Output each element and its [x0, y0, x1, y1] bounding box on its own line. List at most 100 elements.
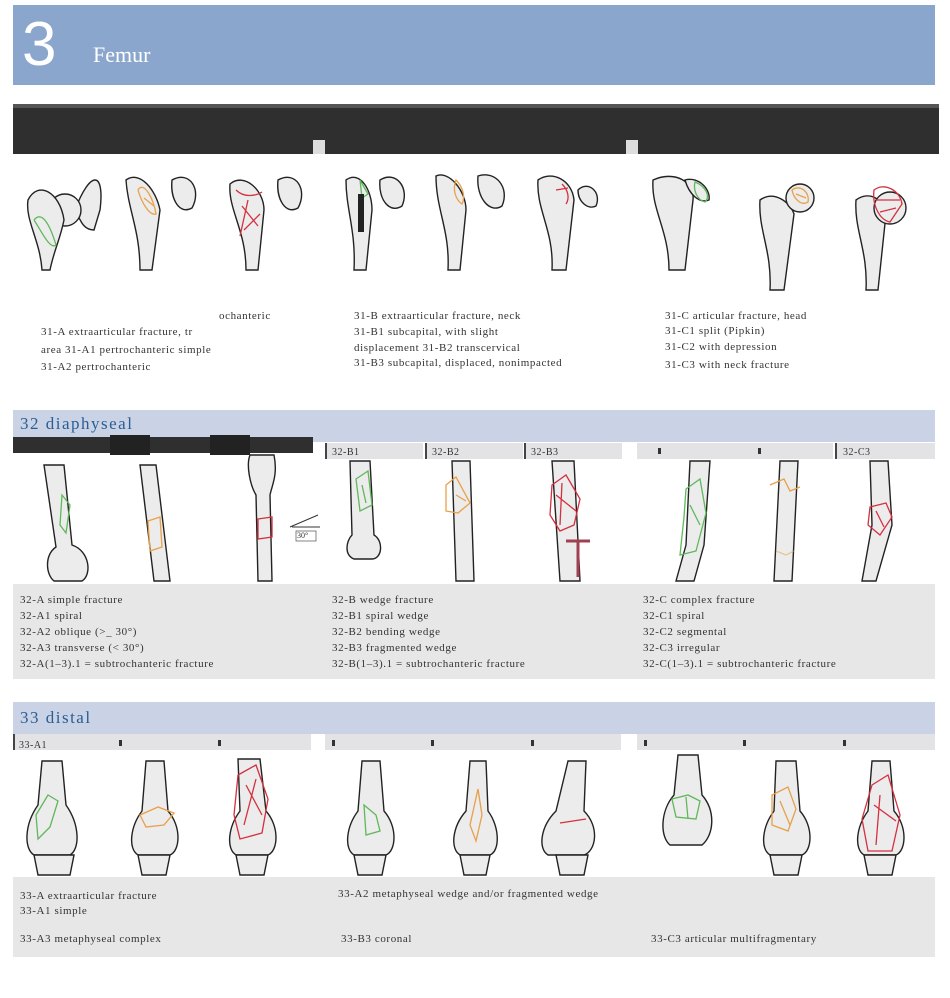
tick-33-C1	[644, 740, 647, 746]
chapter-title: Femur	[93, 42, 151, 67]
caption-33-C3: 33-C3 articular multifragmentary	[651, 933, 817, 945]
illustration-32	[43, 454, 893, 582]
subgroup-33-A1-label: 33-A1	[19, 740, 48, 751]
chapter-number: 3	[22, 10, 57, 79]
caption-31-C-line4: 31-C3 with neck fracture	[665, 359, 790, 371]
caption-31-fragment: ochanteric	[219, 310, 271, 322]
caption-31-B-line4: 31-B3 subcapital, displaced, nonimpacted	[354, 357, 563, 369]
caption-32-C-line3: 32-C2 segmental	[643, 626, 727, 638]
section31-bar-top	[13, 104, 939, 108]
caption-32-B-line4: 32-B3 fragmented wedge	[332, 642, 457, 654]
caption-32-B-line2: 32-B1 spiral wedge	[332, 610, 429, 622]
caption-31-C-line1: 31-C articular fracture, head	[665, 310, 807, 322]
caption-33-A-line1: 33-A extraarticular fracture	[20, 890, 158, 902]
subgroup-33-B	[325, 734, 621, 750]
tick-33-C2	[743, 740, 746, 746]
hip-31-C2	[759, 183, 815, 291]
caption-32-B-line5: 32-B(1–3).1 = subtrochanteric fracture	[332, 658, 526, 670]
caption-31-A-line1: 31-A extraarticular fracture, tr	[41, 326, 193, 338]
subgroup-33-A	[13, 734, 311, 750]
femur-32-A3	[247, 454, 320, 582]
section32-title: 32 diaphyseal	[20, 414, 134, 433]
femur-32-B2	[445, 460, 475, 582]
knee-33-B1	[347, 760, 395, 876]
knee-33-C2	[763, 760, 811, 876]
caption-33-B3: 33-B3 coronal	[341, 933, 413, 945]
subgroup-32-B3-label: 32-B3	[531, 447, 559, 458]
caption-32-A-line4: 32-A3 transverse (< 30°)	[20, 642, 145, 654]
section32-A-block-1	[110, 435, 150, 455]
subgroup-32-C1-C2	[637, 443, 833, 459]
caption-32-C-line5: 32-C(1–3).1 = subtrochanteric fracture	[643, 658, 837, 670]
caption-31-B-line1: 31-B extraarticular fracture, neck	[354, 310, 521, 322]
tick-33-B3	[531, 740, 534, 746]
hip-31-C1	[652, 175, 710, 271]
caption-31-B-line3: displacement 31-B2 transcervical	[354, 342, 521, 354]
caption-33-A3: 33-A3 metaphyseal complex	[20, 933, 162, 945]
femur-32-B3	[549, 460, 590, 582]
illustration-33	[26, 754, 905, 876]
subgroup-32-B1-label: 32-B1	[332, 447, 360, 458]
tick-32-C2	[758, 448, 761, 454]
caption-31-B-line2: 31-B1 subcapital, with slight	[354, 326, 499, 338]
tick-33-B1	[332, 740, 335, 746]
tick-33-C3	[843, 740, 846, 746]
caption-32-B-line1: 32-B wedge fracture	[332, 594, 434, 606]
knee-33-B2	[453, 760, 498, 876]
tick-33-B2	[431, 740, 434, 746]
caption-32-C-line4: 32-C3 irregular	[643, 642, 721, 654]
section32-A-block-2	[210, 435, 250, 455]
section31-divider-2	[626, 140, 638, 154]
illustration-31	[26, 174, 907, 291]
hip-31-B3	[537, 175, 599, 271]
caption-33-A-line2: 33-A1 simple	[20, 905, 88, 917]
caption-32-A-line5: 32-A(1–3).1 = subtrochanteric fracture	[20, 658, 214, 670]
caption-32-A-line3: 32-A2 oblique (>_ 30°)	[20, 626, 137, 638]
section33-title-bar	[13, 702, 935, 734]
hip-31-A2	[125, 176, 197, 271]
section33-title: 33 distal	[20, 708, 92, 727]
caption-32-A-line1: 32-A simple fracture	[20, 594, 124, 606]
caption-31-A-line2: area 31-A1 pertrochanteric simple	[41, 344, 212, 356]
tick-33-A2	[119, 740, 122, 746]
subgroup-32-C3	[835, 443, 935, 459]
subgroup-32-B1	[325, 443, 423, 459]
section32-title-bar	[13, 410, 935, 442]
hip-31-C3	[855, 186, 907, 291]
hip-31-A3	[229, 176, 303, 271]
subgroup-32-B2	[425, 443, 523, 459]
subgroup-32-B2-label: 32-B2	[432, 447, 460, 458]
section33-caption-box	[13, 877, 935, 957]
knee-33-A2	[131, 760, 179, 876]
caption-32-C-line1: 32-C complex fracture	[643, 594, 756, 606]
caption-31-C-line3: 31-C2 with depression	[665, 341, 778, 353]
hip-31-A1	[26, 179, 102, 271]
subgroup-32-C3-label: 32-C3	[843, 447, 871, 458]
section31-header-bar	[13, 104, 939, 154]
knee-33-A3	[229, 758, 277, 876]
hip-31-B2	[435, 174, 505, 271]
section32-caption-box	[13, 584, 935, 679]
tick-32-C1	[658, 448, 661, 454]
femur-32-C1	[675, 460, 711, 582]
knee-33-C3	[857, 760, 905, 876]
caption-32-C-line2: 32-C1 spiral	[643, 610, 705, 622]
chapter-header	[13, 5, 935, 85]
femur-32-A1	[43, 464, 89, 582]
angle-label-30: 30°	[297, 531, 309, 540]
caption-31-C-line2: 31-C1 split (Pipkin)	[665, 325, 766, 337]
caption-32-A-line2: 32-A1 spiral	[20, 610, 83, 622]
tick-33-A3	[218, 740, 221, 746]
subgroup-32-B3	[524, 443, 622, 459]
femur-32-B1	[346, 460, 382, 560]
section31-divider-1	[313, 140, 325, 154]
knee-33-B3	[541, 760, 596, 876]
femur-32-C2	[769, 460, 801, 582]
caption-31-A-line3: 31-A2 pertrochanteric	[41, 361, 152, 373]
caption-33-A2: 33-A2 metaphyseal wedge and/or fragmente…	[338, 888, 599, 900]
caption-32-B-line3: 32-B2 bending wedge	[332, 626, 441, 638]
femur-32-A2	[139, 464, 171, 582]
subgroup-33-C	[637, 734, 935, 750]
femur-32-C3	[861, 460, 893, 582]
hip-31-B1	[345, 176, 405, 271]
